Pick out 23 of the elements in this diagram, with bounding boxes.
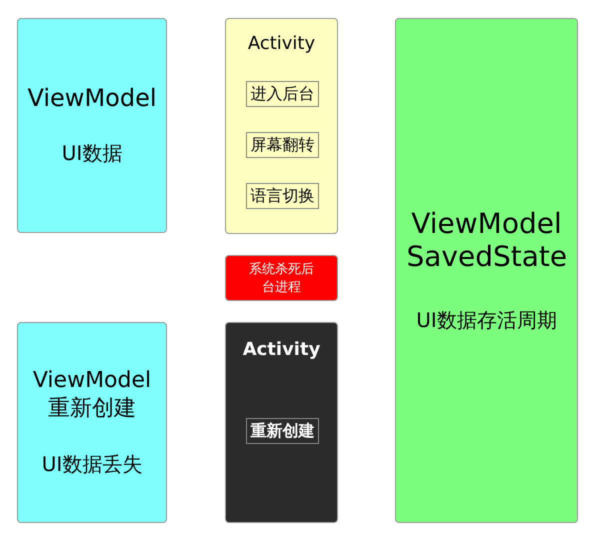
heading: 重新创建 (250, 420, 314, 442)
panel (225, 18, 338, 234)
panel-title: Activity (242, 339, 320, 360)
info-card (17, 18, 167, 233)
description: UI数据丢失 (42, 450, 142, 478)
heading: ViewModel SavedState (406, 207, 566, 273)
state-label (246, 81, 319, 107)
heading: ViewModel (27, 84, 156, 112)
heading: 语言切换 (250, 186, 314, 206)
heading: 系统杀死后台进程 (248, 261, 315, 296)
state-label (246, 418, 319, 444)
description: UI数据存活周期 (416, 307, 557, 334)
state-label (246, 183, 319, 209)
heading: 屏幕翻转 (250, 134, 314, 156)
panel-title: Activity (248, 33, 316, 54)
panel (225, 322, 338, 523)
info-card (395, 18, 578, 523)
heading: 进入后台 (250, 84, 314, 104)
state-label (246, 132, 319, 158)
alert-box (225, 255, 338, 301)
heading: ViewModel 重新创建 (32, 368, 152, 422)
info-card (17, 322, 167, 523)
description: UI数据 (62, 140, 122, 167)
